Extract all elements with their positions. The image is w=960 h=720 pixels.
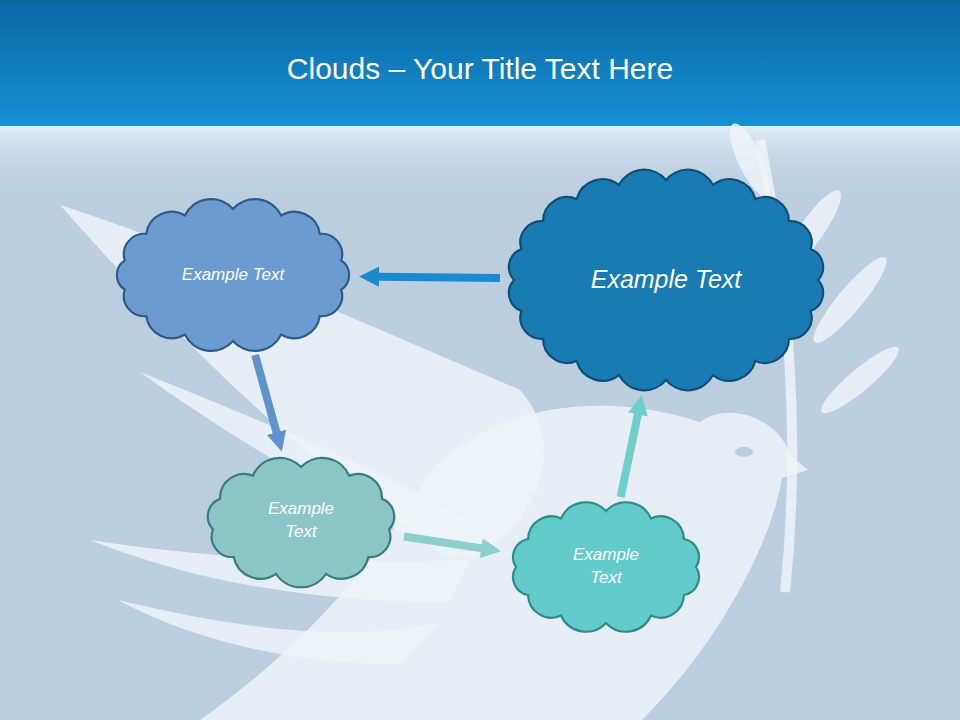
flow-arrow (404, 537, 482, 549)
flow-arrow (255, 355, 277, 433)
dove-body (200, 406, 808, 720)
cloud-content: Example Text (500, 166, 832, 394)
title-bar-glow (0, 126, 960, 196)
cloud-content: Example Text (198, 453, 404, 590)
cloud-outline (117, 199, 349, 351)
flow-arrow (621, 414, 638, 497)
cloud-node: Example Text (502, 497, 710, 637)
cloud-text: Example Text (182, 264, 284, 287)
slide-title: Clouds – Your Title Text Here (0, 52, 960, 86)
title-bar (0, 0, 960, 126)
leaf (815, 339, 906, 420)
flow-arrow (378, 277, 500, 278)
cloud-node: Example Text (198, 453, 404, 590)
cloud-content: Example Text (502, 497, 710, 637)
cloud-node: Example Text (500, 166, 832, 394)
cloud-node: Example Text (108, 195, 358, 355)
cloud-text: Example Text (256, 498, 346, 544)
cloud-shape (198, 453, 404, 590)
cloud-content: Example Text (108, 195, 358, 355)
cloud-text: Example Text (591, 263, 742, 297)
dove-eye (735, 447, 753, 457)
cloud-outline (509, 170, 823, 391)
cloud-shape (502, 497, 710, 637)
cloud-text: Example Text (561, 544, 651, 590)
cloud-outline (208, 457, 394, 586)
cloud-outline (513, 502, 699, 631)
